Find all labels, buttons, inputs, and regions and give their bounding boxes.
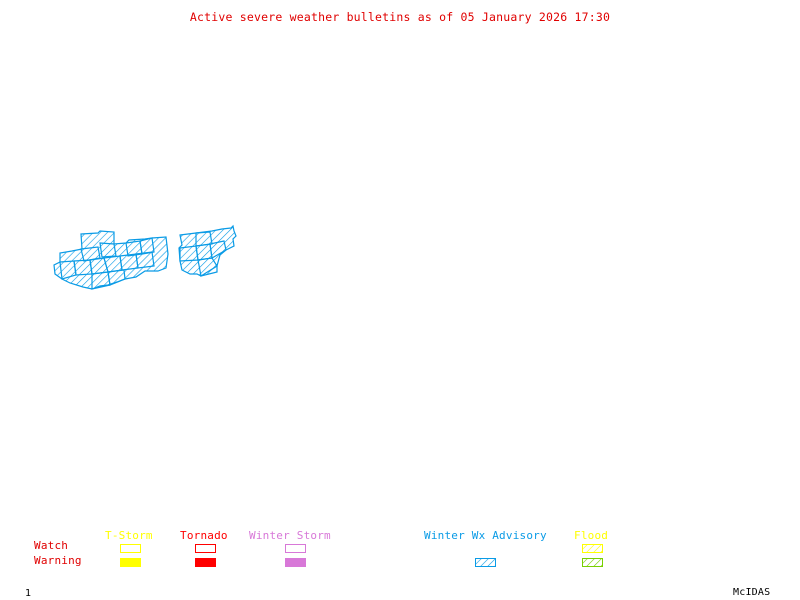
advisory-region-east: [178, 224, 237, 277]
advisory-region-west: [53, 230, 169, 290]
legend-winterwx-warning: [475, 558, 496, 567]
legend-winterstorm-warning: [285, 558, 306, 567]
legend-tstorm-warning: [120, 558, 141, 567]
legend-col-flood: Flood: [574, 529, 609, 542]
frame-number: 1: [25, 588, 32, 599]
legend-flood-warning: [582, 558, 603, 567]
legend-flood-watch: [582, 544, 603, 553]
legend-tornado-warning: [195, 558, 216, 567]
legend-col-tornado: Tornado: [180, 529, 228, 542]
legend-col-winterwx: Winter Wx Advisory: [424, 529, 547, 542]
legend-winterstorm-watch: [285, 544, 306, 553]
legend-col-tstorm: T-Storm: [105, 529, 153, 542]
bulletin-title: Active severe weather bulletins as of 05…: [189, 10, 611, 24]
legend-tornado-watch: [195, 544, 216, 553]
legend-col-winterstorm: Winter Storm: [249, 529, 331, 542]
legend-row-watch: Watch: [34, 539, 69, 552]
software-label: McIDAS: [733, 587, 771, 598]
legend-tstorm-watch: [120, 544, 141, 553]
legend-row-warning: Warning: [34, 554, 82, 567]
